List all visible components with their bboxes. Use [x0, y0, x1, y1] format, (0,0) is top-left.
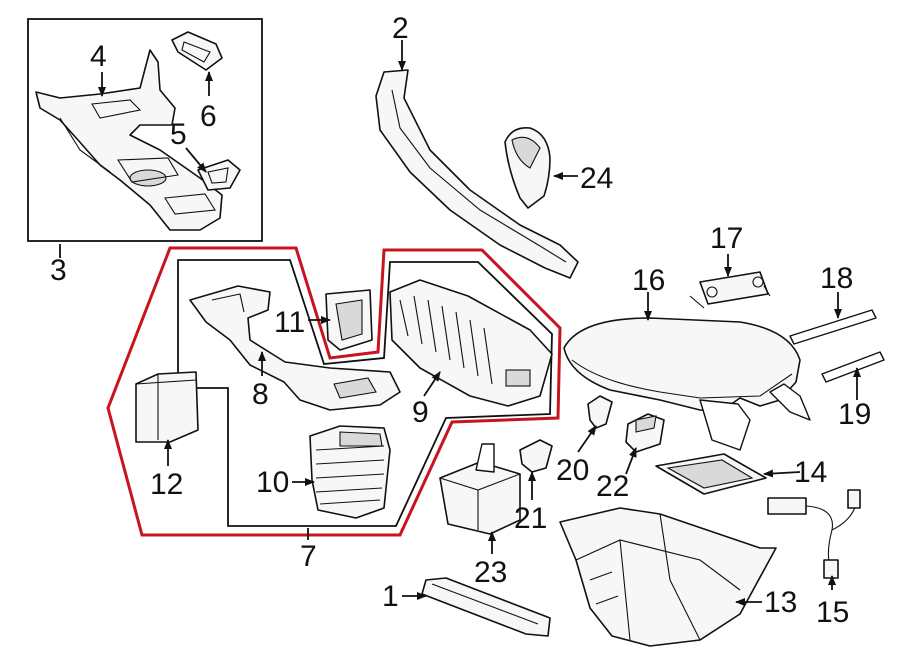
part-8-bracket-illustration: [189, 285, 401, 411]
part-12-module-illustration: [135, 371, 199, 443]
callout-8: 8: [252, 378, 269, 411]
part-22-connector-illustration: [625, 413, 665, 453]
callout-18: 18: [820, 262, 853, 295]
callout-7: 7: [300, 540, 317, 573]
callout-14: 14: [794, 456, 827, 489]
callout-5: 5: [170, 118, 187, 151]
callout-16: 16: [632, 264, 665, 297]
part-10-bin-illustration: [309, 425, 391, 519]
part-9-storage-box-illustration: [389, 279, 553, 407]
callout-24: 24: [580, 162, 613, 195]
part-19-pin-illustration: [821, 351, 885, 383]
callout-4: 4: [90, 40, 107, 73]
part-15-wiring-harness-illustration: [767, 489, 861, 579]
part-23-shifter-illustration: [439, 443, 521, 535]
callout-11: 11: [274, 306, 305, 339]
callout-23: 23: [474, 556, 507, 589]
callout-21: 21: [514, 502, 547, 535]
assembly-7-highlight-outline: [106, 246, 562, 537]
callout-3: 3: [50, 254, 67, 287]
part-5-small-trim-illustration: [197, 159, 241, 191]
part-16-armrest-lid-illustration: [563, 317, 811, 451]
callout-10: 10: [256, 466, 289, 499]
assembly-3-box: [27, 18, 263, 242]
callout-20: 20: [556, 454, 589, 487]
part-6-bezel-illustration: [171, 31, 223, 71]
callout-9: 9: [412, 396, 429, 429]
callout-1: 1: [382, 580, 399, 613]
part-11-bezel-illustration: [325, 289, 373, 351]
callout-13: 13: [764, 586, 797, 619]
part-17-hinge-illustration: [689, 271, 771, 309]
leader-lines: [59, 40, 861, 606]
callout-2: 2: [392, 12, 409, 45]
part-18-pin-illustration: [789, 309, 877, 345]
assembly-7-inner-box: [177, 259, 553, 527]
callout-22: 22: [596, 470, 629, 503]
part-4-console-trim-illustration: [35, 49, 223, 231]
callout-17: 17: [710, 222, 743, 255]
part-2-trim-strip-illustration: [375, 69, 579, 279]
callout-15: 15: [816, 596, 849, 629]
part-20-plug-illustration: [587, 395, 613, 429]
part-21-clip-illustration: [519, 439, 553, 473]
callout-6: 6: [200, 100, 217, 133]
callout-19: 19: [838, 398, 871, 431]
part-24-shift-knob-illustration: [504, 126, 551, 209]
part-14-tray-mat-illustration: [655, 453, 767, 495]
part-13-console-box-illustration: [559, 507, 777, 647]
callout-12: 12: [150, 468, 183, 501]
